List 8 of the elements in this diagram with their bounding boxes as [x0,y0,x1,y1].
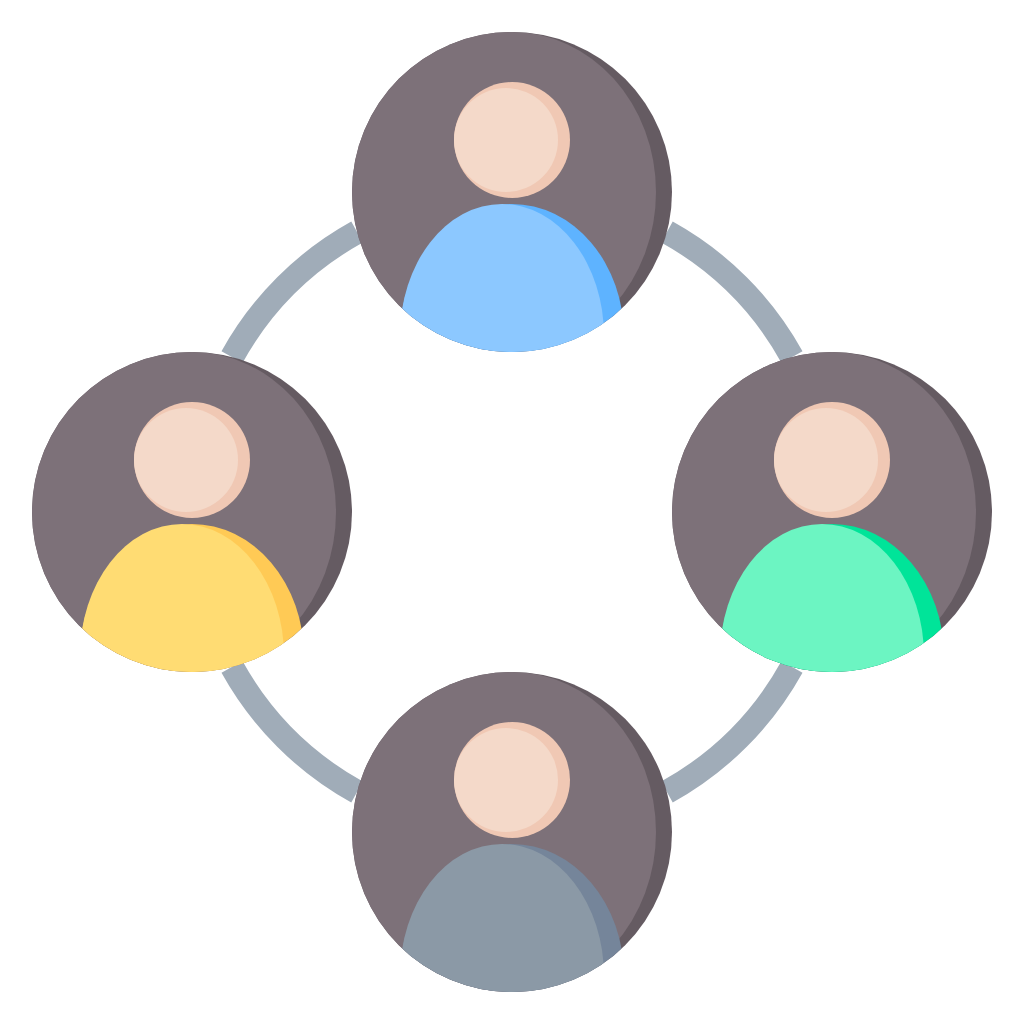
person-avatar-icon [352,32,672,352]
connector-line [221,221,364,364]
person-avatar-icon [32,352,352,672]
connector-line [660,660,803,803]
connector-line [221,660,364,803]
person-avatar-icon [352,672,672,992]
person-avatar-icon [672,352,992,672]
connector-line [660,221,803,364]
